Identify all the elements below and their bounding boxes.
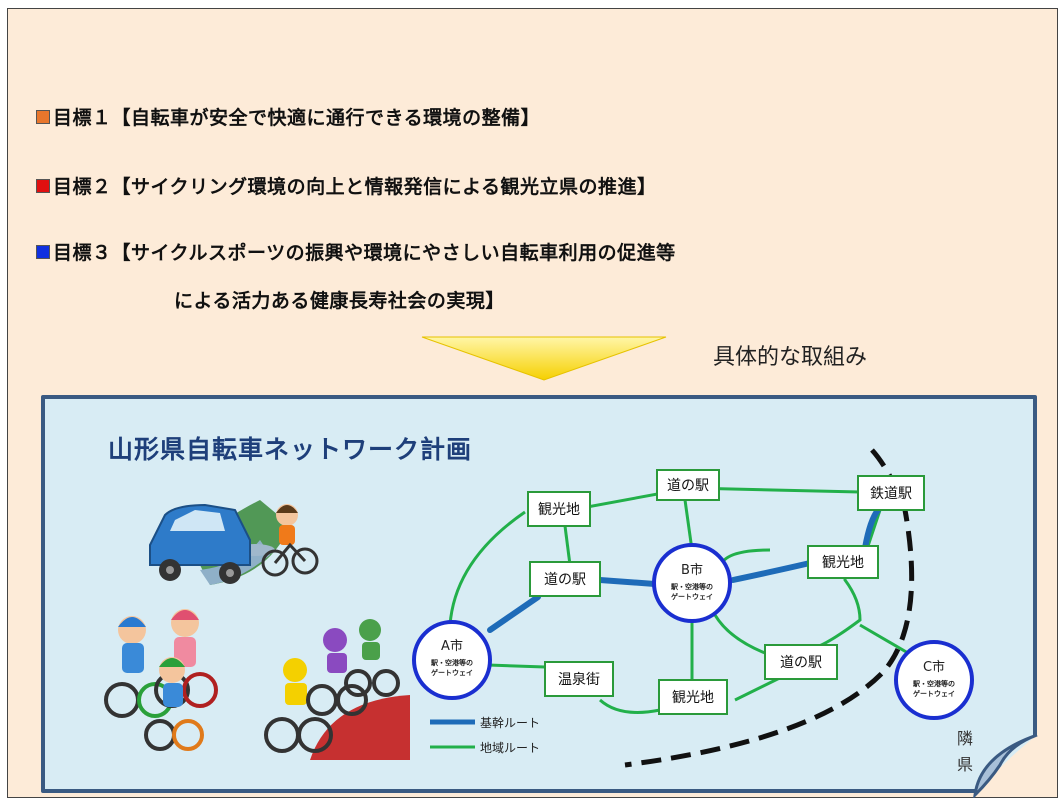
city-nodes: A市 駅・空港等の ゲートウェイ B市 駅・空港等の ゲートウェイ C市 駅・空… bbox=[412, 543, 974, 720]
city-a-name: A市 bbox=[441, 638, 463, 654]
node-michinoeki-left-label: 道の駅 bbox=[544, 572, 586, 588]
goal-1: 目標１【自転車が安全で快適に通行できる環境の整備】 bbox=[36, 103, 540, 130]
arrow-label: 具体的な取組み bbox=[713, 345, 868, 370]
city-a-sub2: ゲートウェイ bbox=[431, 668, 473, 677]
node-michinoeki-top bbox=[656, 469, 720, 501]
city-c: C市 駅・空港等の ゲートウェイ bbox=[894, 640, 974, 720]
city-a-sub1: 駅・空港等の bbox=[431, 658, 473, 667]
family-cyclists-icon bbox=[104, 609, 218, 751]
illustrations bbox=[104, 500, 410, 760]
goal-2-label: 目標２【サイクリング環境の向上と情報発信による観光立県の推進】 bbox=[53, 176, 657, 198]
node-kankouchi-bottom bbox=[658, 679, 728, 715]
legend-regional-label: 地域ルート bbox=[480, 741, 540, 755]
city-b-sub2: ゲートウェイ bbox=[671, 592, 713, 601]
goal-3-marker bbox=[36, 244, 50, 259]
down-arrow-icon bbox=[421, 336, 667, 381]
neighbor-label-1: 隣 bbox=[957, 729, 973, 748]
node-michinoeki-left bbox=[529, 561, 601, 597]
node-onsengai bbox=[544, 661, 614, 697]
node-kankouchi-1 bbox=[527, 491, 591, 527]
node-tetsudoueki-label: 鉄道駅 bbox=[870, 486, 912, 502]
node-tetsudoueki bbox=[857, 475, 925, 511]
city-b: B市 駅・空港等の ゲートウェイ bbox=[652, 543, 732, 623]
node-michinoeki-top-label: 道の駅 bbox=[667, 478, 709, 494]
node-kankouchi-1-label: 観光地 bbox=[538, 501, 580, 518]
node-michinoeki-bottom bbox=[764, 644, 838, 680]
node-kankouchi-right bbox=[807, 545, 879, 579]
goal-3-continuation: による活力ある健康長寿社会の実現】 bbox=[174, 290, 505, 312]
city-b-name: B市 bbox=[681, 562, 703, 578]
city-c-sub1: 駅・空港等の bbox=[913, 679, 955, 688]
node-kankouchi-right-label: 観光地 bbox=[822, 554, 864, 571]
city-c-name: C市 bbox=[923, 659, 945, 675]
goal-3-label: 目標３【サイクルスポーツの振興や環境にやさしい自転車利用の促進等 bbox=[53, 242, 676, 264]
network-title: 山形県自転車ネットワーク計画 bbox=[108, 435, 473, 464]
cyclist-icon bbox=[261, 504, 319, 577]
goal-3: 目標３【サイクルスポーツの振興や環境にやさしい自転車利用の促進等 bbox=[36, 238, 676, 265]
city-b-sub1: 駅・空港等の bbox=[671, 582, 713, 591]
city-a: A市 駅・空港等の ゲートウェイ bbox=[412, 620, 492, 700]
page-curl-icon bbox=[973, 733, 1038, 798]
goal-2-marker bbox=[36, 178, 50, 193]
goal-2: 目標２【サイクリング環境の向上と情報発信による観光立県の推進】 bbox=[36, 172, 657, 199]
neighbor-label-2: 県 bbox=[957, 755, 973, 774]
goal-1-marker bbox=[36, 109, 50, 124]
place-nodes: 観光地 道の駅 鉄道駅 道の駅 観光地 道の駅 温泉街 観光地 bbox=[527, 469, 925, 715]
legend: 基幹ルート 地域ルート bbox=[430, 715, 540, 755]
legend-trunk-label: 基幹ルート bbox=[480, 715, 540, 730]
car-icon bbox=[149, 500, 290, 585]
racing-cyclists-icon bbox=[264, 619, 410, 760]
city-c-sub2: ゲートウェイ bbox=[913, 689, 955, 698]
node-kankouchi-bottom-label: 観光地 bbox=[672, 689, 714, 706]
node-michinoeki-bottom-label: 道の駅 bbox=[780, 655, 822, 671]
trunk-routes bbox=[487, 507, 881, 633]
goal-1-label: 目標１【自転車が安全で快適に通行できる環境の整備】 bbox=[53, 107, 541, 129]
node-onsengai-label: 温泉街 bbox=[558, 671, 600, 688]
